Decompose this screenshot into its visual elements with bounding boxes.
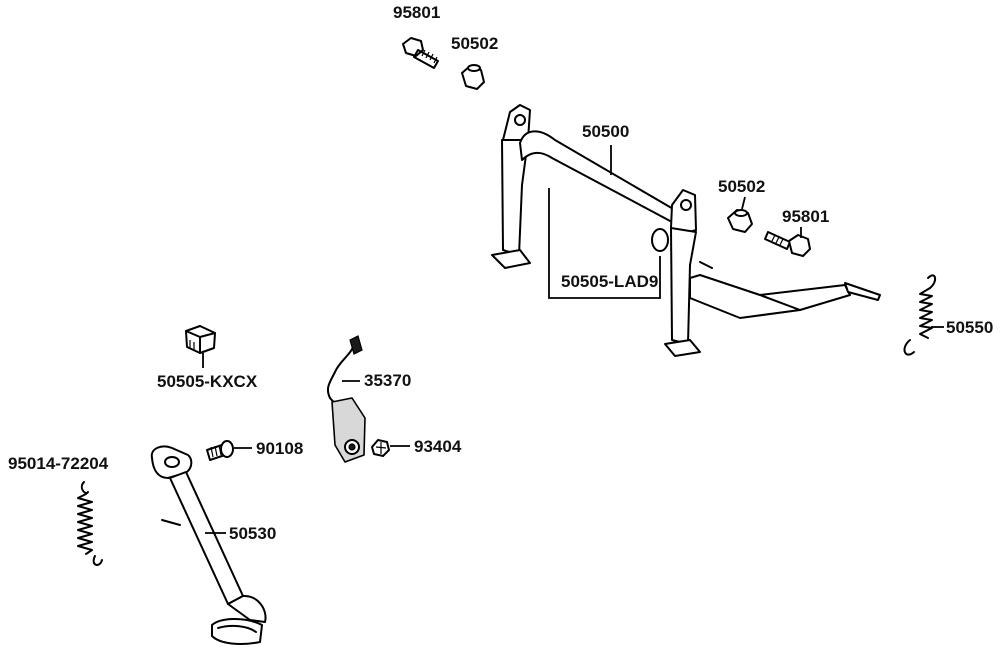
label-95014-72204: 95014-72204 <box>8 454 109 473</box>
label-93404: 93404 <box>414 437 462 456</box>
label-90108: 90108 <box>256 439 304 458</box>
label-50502-top: 50502 <box>451 34 499 53</box>
label-35370: 35370 <box>364 371 412 390</box>
nut-50502-top <box>461 64 485 90</box>
label-95801-right: 95801 <box>782 207 830 226</box>
bolt-95801-right <box>764 227 811 257</box>
rubber-block-50505-kxcx <box>185 325 216 368</box>
label-50505-kxcx: 50505-KXCX <box>157 372 258 391</box>
main-stand-50500 <box>491 104 881 357</box>
spring-95014-72204 <box>77 481 103 566</box>
label-95801-top: 95801 <box>393 3 441 22</box>
nut-50502-right <box>727 196 753 233</box>
screw-93404 <box>371 439 410 457</box>
label-50550: 50550 <box>946 318 994 337</box>
label-50500: 50500 <box>582 122 630 141</box>
bolt-95801-top <box>402 37 439 69</box>
bolt-90108 <box>206 440 252 461</box>
side-stand-50530 <box>150 445 267 645</box>
label-50505-lad9: 50505-LAD9 <box>561 272 659 291</box>
label-50502-right: 50502 <box>718 177 766 196</box>
side-stand-switch-35370 <box>326 335 366 463</box>
spring-50550 <box>903 274 944 356</box>
label-50530: 50530 <box>229 524 277 543</box>
